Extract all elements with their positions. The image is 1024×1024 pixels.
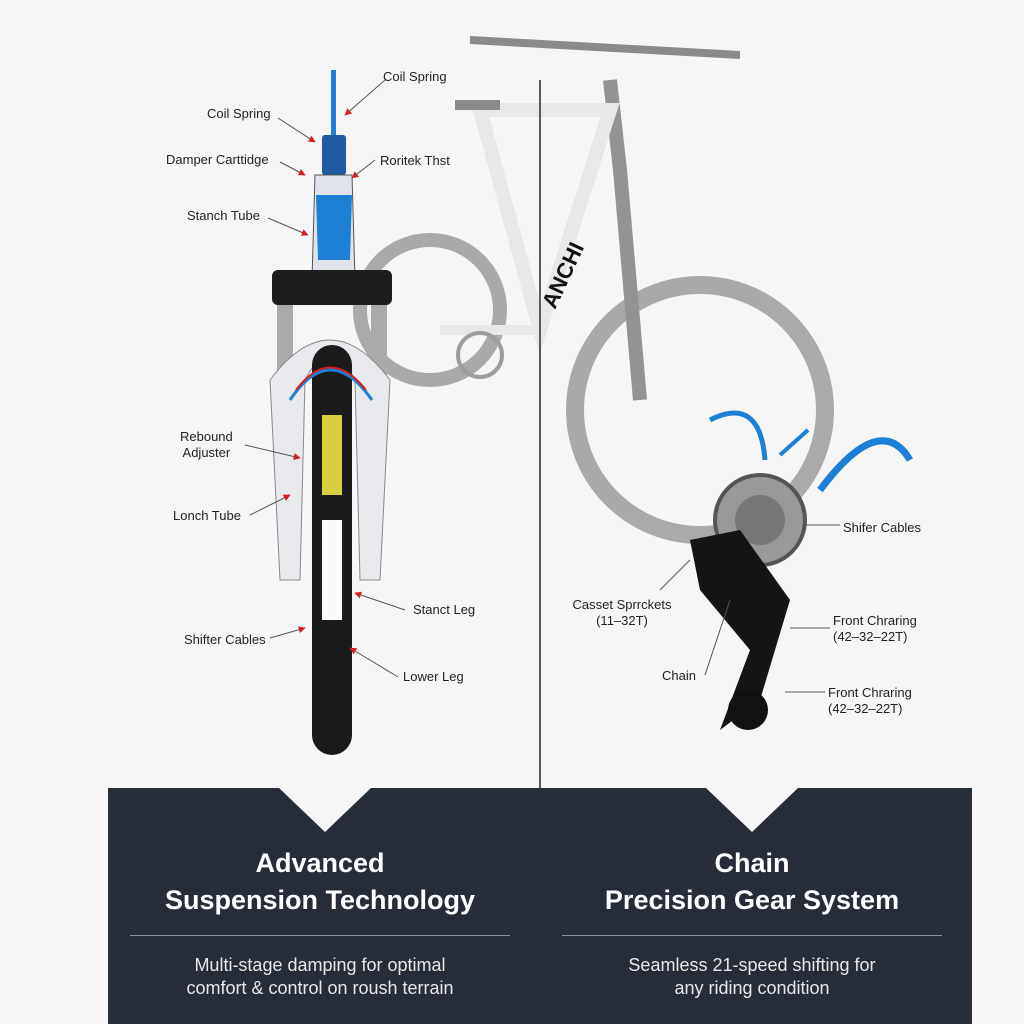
panel-notch-right [706,788,798,832]
feature-panel [108,788,972,1024]
label-range: (42–32–22T) [828,701,903,716]
label-stanch-tube: Stanch Tube [187,208,260,223]
label-damper-cartridge: Damper Carttidge [166,152,269,167]
rear-wheel [353,233,507,387]
label-shifer-cables: Shifer Cables [843,520,922,535]
label-text: Casset Sprrckets [572,597,672,612]
center-divider [539,80,541,1024]
feature-title-line1: Advanced [255,848,385,878]
feature-title-line1: Chain [714,848,790,878]
feature-title-line2: Suspension Technology [164,885,476,915]
label-shifter-cables: Shifter Cables [184,632,266,647]
rear-derailleur [690,530,790,730]
bike-photo [353,36,834,544]
feature-gear-system: Chain Precision Gear System Seamless 21-… [552,845,952,1000]
label-text: Front Chraring [833,613,917,628]
feature-suspension: Advanced Suspension Technology Multi-sta… [120,845,520,1000]
suspension-fork [269,70,392,755]
label-front-chraring-1: Front Chraring(42–32–22T) [833,613,917,645]
label-lower-leg: Lower Leg [403,669,464,684]
label-stanct-leg: Stanct Leg [413,602,476,617]
frame-brand-logo: ANCHI [537,238,589,312]
label-coil-spring-top: Coil Spring [383,69,447,84]
front-wheel [566,276,834,544]
feature-title-line2: Precision Gear System [604,885,900,915]
feature-subtitle-line2: any riding condition [674,978,830,998]
label-casset-sprockets: Casset Sprrckets(11–32T) [569,597,675,629]
feature-divider [130,935,510,936]
feature-divider [562,935,942,936]
panel-notch-left [279,788,371,832]
label-text: Front Chraring [828,685,912,700]
label-range: (42–32–22T) [833,629,908,644]
label-rortek-thst: Roritek Thst [380,153,450,168]
label-lonch-tube: Lonch Tube [173,508,241,523]
label-chain: Chain [662,668,696,683]
feature-subtitle-line1: Multi-stage damping for optimal [194,955,446,975]
label-range: (11–32T) [596,613,648,628]
label-rebound-adjuster: Rebound Adjuster [180,429,233,460]
feature-subtitle-line1: Seamless 21-speed shifting for [628,955,876,975]
label-coil-spring: Coil Spring [207,106,271,121]
label-front-chraring-2: Front Chraring(42–32–22T) [828,685,912,717]
feature-subtitle-line2: comfort & control on roush terrain [186,978,454,998]
